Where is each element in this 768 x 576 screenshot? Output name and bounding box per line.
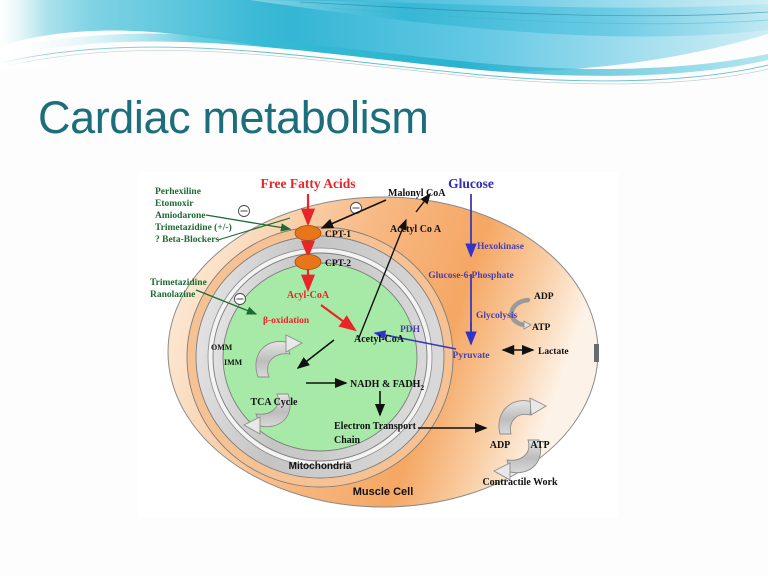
cpt1-transporter: [294, 225, 322, 241]
label-etc-line1: Electron Transport: [334, 421, 417, 432]
wave-graphic: [0, 0, 768, 100]
label-glycolysis: Glycolysis: [476, 311, 517, 321]
label-omm: OMM: [211, 343, 233, 352]
wave-left-fade: [0, 0, 260, 70]
label-hexokinase: Hexokinase: [477, 242, 524, 252]
label-cpt1: CPT-1: [325, 230, 351, 240]
label-beta-oxidation: β-oxidation: [263, 316, 310, 326]
decorative-wave-banner: [0, 0, 768, 100]
label-contractile-work: Contractile Work: [482, 477, 558, 488]
wave-accent-line-4: [329, 7, 768, 25]
cytosol-acetyl-to-malonyl-arrow: [415, 192, 431, 213]
label-muscle-cell: Muscle Cell: [353, 486, 414, 498]
label-pdh: PDH: [400, 325, 421, 335]
label-nadh-fadh2: NADH & FADH2: [350, 379, 424, 392]
drug-trimetazidine-1: Trimetazidine (+/-): [155, 222, 232, 233]
cardiac-metabolism-diagram: Free Fatty Acids Glucose CPT-1 CPT-2 Acy…: [138, 172, 618, 517]
diagram-graphic: Free Fatty Acids Glucose CPT-1 CPT-2 Acy…: [138, 172, 618, 517]
acetyl-to-tca-arrow: [296, 339, 335, 369]
label-malonyl-coa: Malonyl CoA: [388, 188, 446, 199]
wave-accent-line-3: [299, 1, 768, 17]
inhibition-symbol-betaox: [234, 293, 246, 305]
acyl-to-acetyl-arrow: [320, 304, 357, 332]
malonyl-to-cpt1-arrow: [320, 199, 387, 229]
wave-shape-upper: [250, 0, 768, 37]
label-acetyl-coa-matrix: Acetyl-CoA: [354, 334, 405, 345]
label-glycolysis-atp: ATP: [532, 323, 550, 333]
label-cpt2: CPT-2: [325, 259, 351, 269]
drug-perhexiline: Perhexiline: [155, 187, 201, 197]
cpt1-inhibitor-arrow: [205, 214, 292, 232]
drug-trimetazidine-2: Trimetazidine: [150, 278, 207, 288]
label-glycolysis-adp: ADP: [534, 292, 554, 302]
label-free-fatty-acids: Free Fatty Acids: [261, 176, 356, 191]
label-glucose: Glucose: [448, 176, 494, 191]
label-imm: IMM: [224, 358, 243, 367]
drug-amiodarone: Amiodarone: [155, 211, 206, 221]
label-acetyl-coa-cytosol: Acetyl Co A: [390, 224, 442, 235]
pdh-arrow: [373, 330, 457, 350]
label-acyl-coa: Acyl-CoA: [287, 290, 330, 301]
beta-oxidation-inhibitor-arrow: [195, 289, 258, 315]
drug-beta-blockers: ? Beta-Blockers: [155, 235, 219, 245]
acetyl-to-cytosol-arrow: [357, 218, 407, 341]
label-mitochondria: Mitochondria: [289, 461, 352, 472]
label-etc-line2: Chain: [334, 435, 361, 446]
inhibition-symbol-cpt1: [238, 205, 250, 217]
drug-etomoxir: Etomoxir: [155, 199, 194, 209]
label-contractile-adp: ADP: [490, 440, 511, 451]
label-tca-cycle: TCA Cycle: [251, 397, 299, 408]
label-contractile-atp: ATP: [530, 440, 549, 451]
label-pyruvate: Pyruvate: [453, 351, 490, 361]
glycolysis-adp-atp-curve: [509, 297, 531, 328]
tca-cycle-arrows: [243, 334, 303, 435]
contractile-work-cycle: [493, 397, 547, 481]
page-title: Cardiac metabolism: [38, 92, 429, 143]
glycolysis-atp-arrowhead: [523, 320, 532, 330]
label-lactate: Lactate: [538, 347, 569, 357]
cpt1-inhibitor-arrow-2: [217, 217, 291, 241]
cpt2-transporter: [294, 254, 322, 270]
membrane-channel-mark: [594, 344, 599, 362]
drug-ranolazine: Ranolazine: [150, 290, 195, 300]
label-glucose-6-phosphate: Glucose-6-Phosphate: [428, 271, 514, 281]
